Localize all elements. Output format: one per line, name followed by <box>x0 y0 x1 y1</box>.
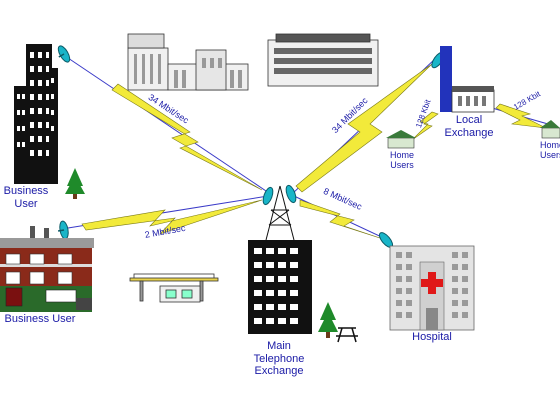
business-tower <box>14 44 58 184</box>
picnic-table-icon <box>336 327 358 343</box>
lightning-bolt-icon <box>81 199 263 235</box>
label-business-user-house: Business User <box>4 313 76 325</box>
label-local-exchange: Local Exchange <box>444 114 494 139</box>
office-building <box>127 33 249 91</box>
lightning-bolt-icon <box>111 83 263 191</box>
business-house <box>0 226 94 312</box>
lightning-bolt-icon <box>299 199 387 241</box>
lightning-bolt-icon <box>495 103 547 129</box>
apartment-building <box>267 33 379 87</box>
link-top-business <box>67 57 273 196</box>
tree-icon <box>318 302 338 338</box>
satellite-dish-icon <box>57 220 69 240</box>
home-users-houses-left <box>386 130 416 149</box>
label-business-user-top: Business User <box>3 185 49 210</box>
label-main-exchange: Main Telephone Exchange <box>253 340 305 378</box>
hospital-building <box>389 245 475 331</box>
satellite-dish-icon <box>285 184 297 204</box>
label-hospital: Hospital <box>412 331 452 343</box>
exchange-antenna-tower <box>265 185 295 241</box>
local-exchange-building <box>440 46 495 113</box>
lightning-bolt-icon <box>411 111 439 141</box>
lightning-bolt-icon <box>295 63 433 193</box>
gas-station <box>129 273 219 303</box>
satellite-dish-icon <box>57 45 71 63</box>
main-exchange-building <box>248 240 312 334</box>
tree-icon <box>65 168 85 199</box>
label-home-users-right: Home Users <box>540 140 560 161</box>
satellite-dish-icon <box>262 186 274 206</box>
home-users-houses-right <box>540 120 560 139</box>
label-home-users-left: Home Users <box>389 150 414 171</box>
